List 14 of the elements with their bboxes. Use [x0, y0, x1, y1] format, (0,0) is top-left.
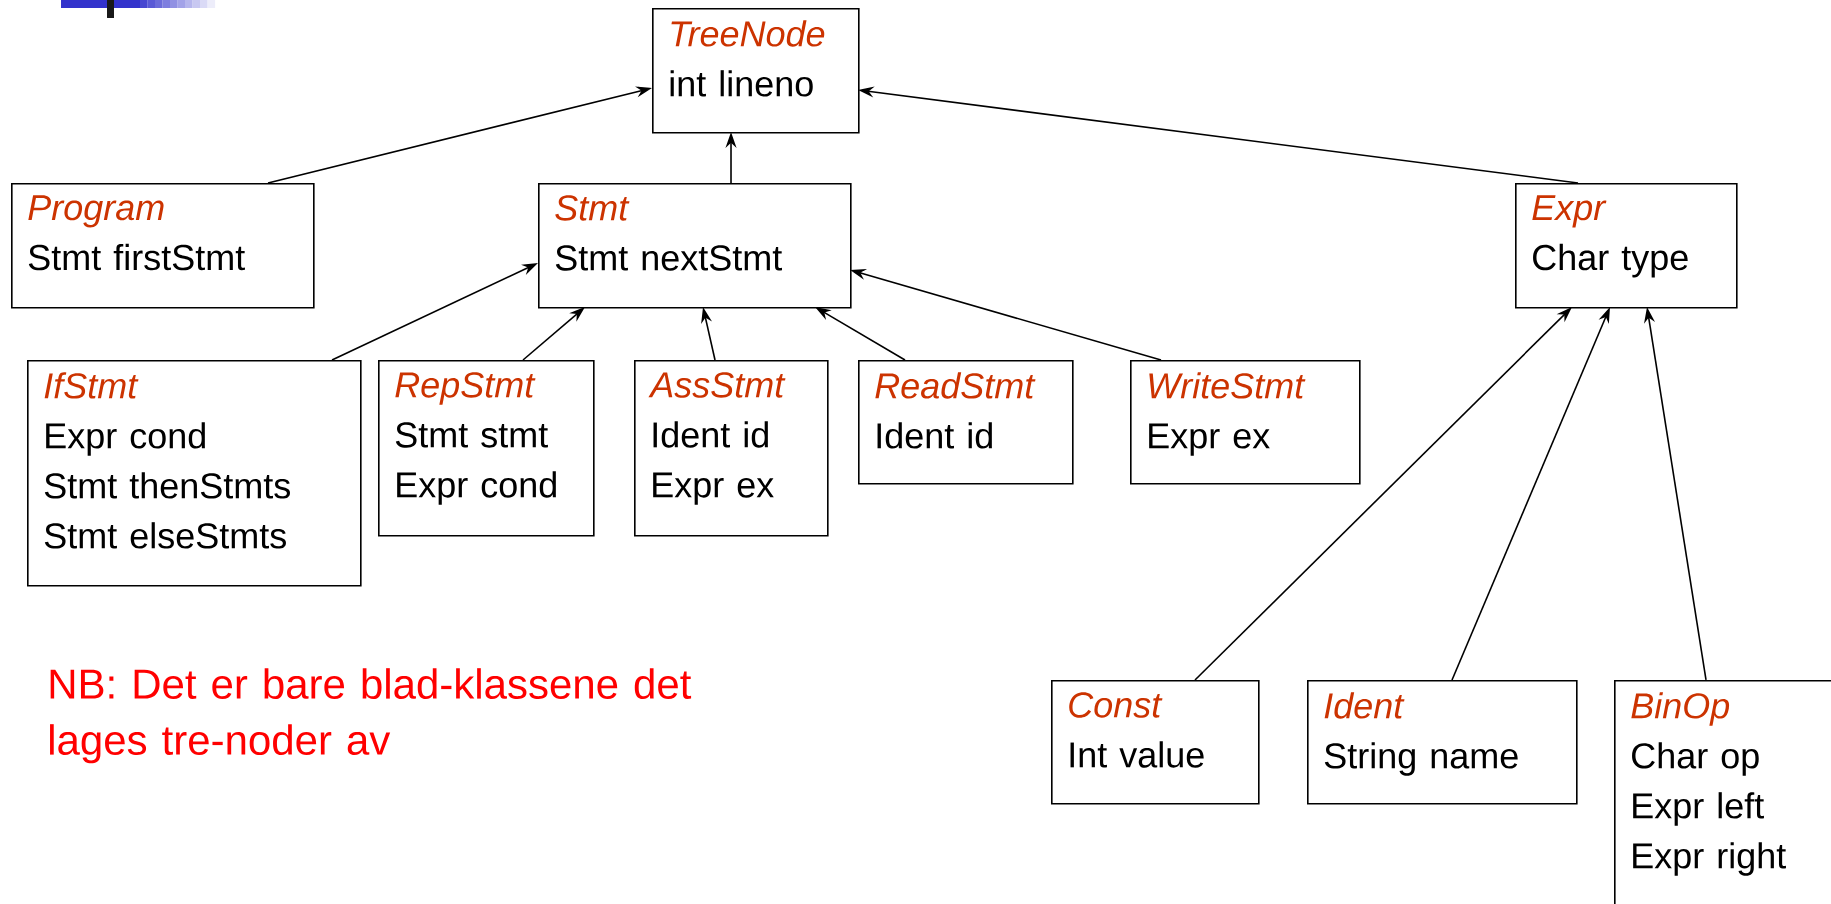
class-box: Const Int value	[1051, 680, 1260, 805]
class-box: RepStmt Stmt stmt Expr cond	[378, 359, 595, 537]
class-box: BinOp Char op Expr left Expr right	[1614, 680, 1831, 904]
class-box: Stmt Stmt nextStmt	[538, 183, 852, 309]
arrow	[1194, 307, 1572, 681]
class-box: TreeNode int lineno	[652, 8, 860, 134]
class-box: AssStmt Ident id Expr ex	[634, 359, 829, 537]
class-box: Expr Char type	[1515, 183, 1738, 309]
class-box: Program Stmt firstStmt	[11, 183, 315, 309]
class-box: WriteStmt Expr ex	[1130, 359, 1361, 485]
class-box: Ident String name	[1307, 680, 1578, 805]
note-text: NB: Det er bare blad-klassene det lages tre-noder av	[50, 668, 692, 764]
class-box: ReadStmt Ident id	[858, 359, 1074, 485]
class-box: IfStmt Expr cond Stmt thenStmts Stmt elseStmts	[27, 359, 362, 587]
